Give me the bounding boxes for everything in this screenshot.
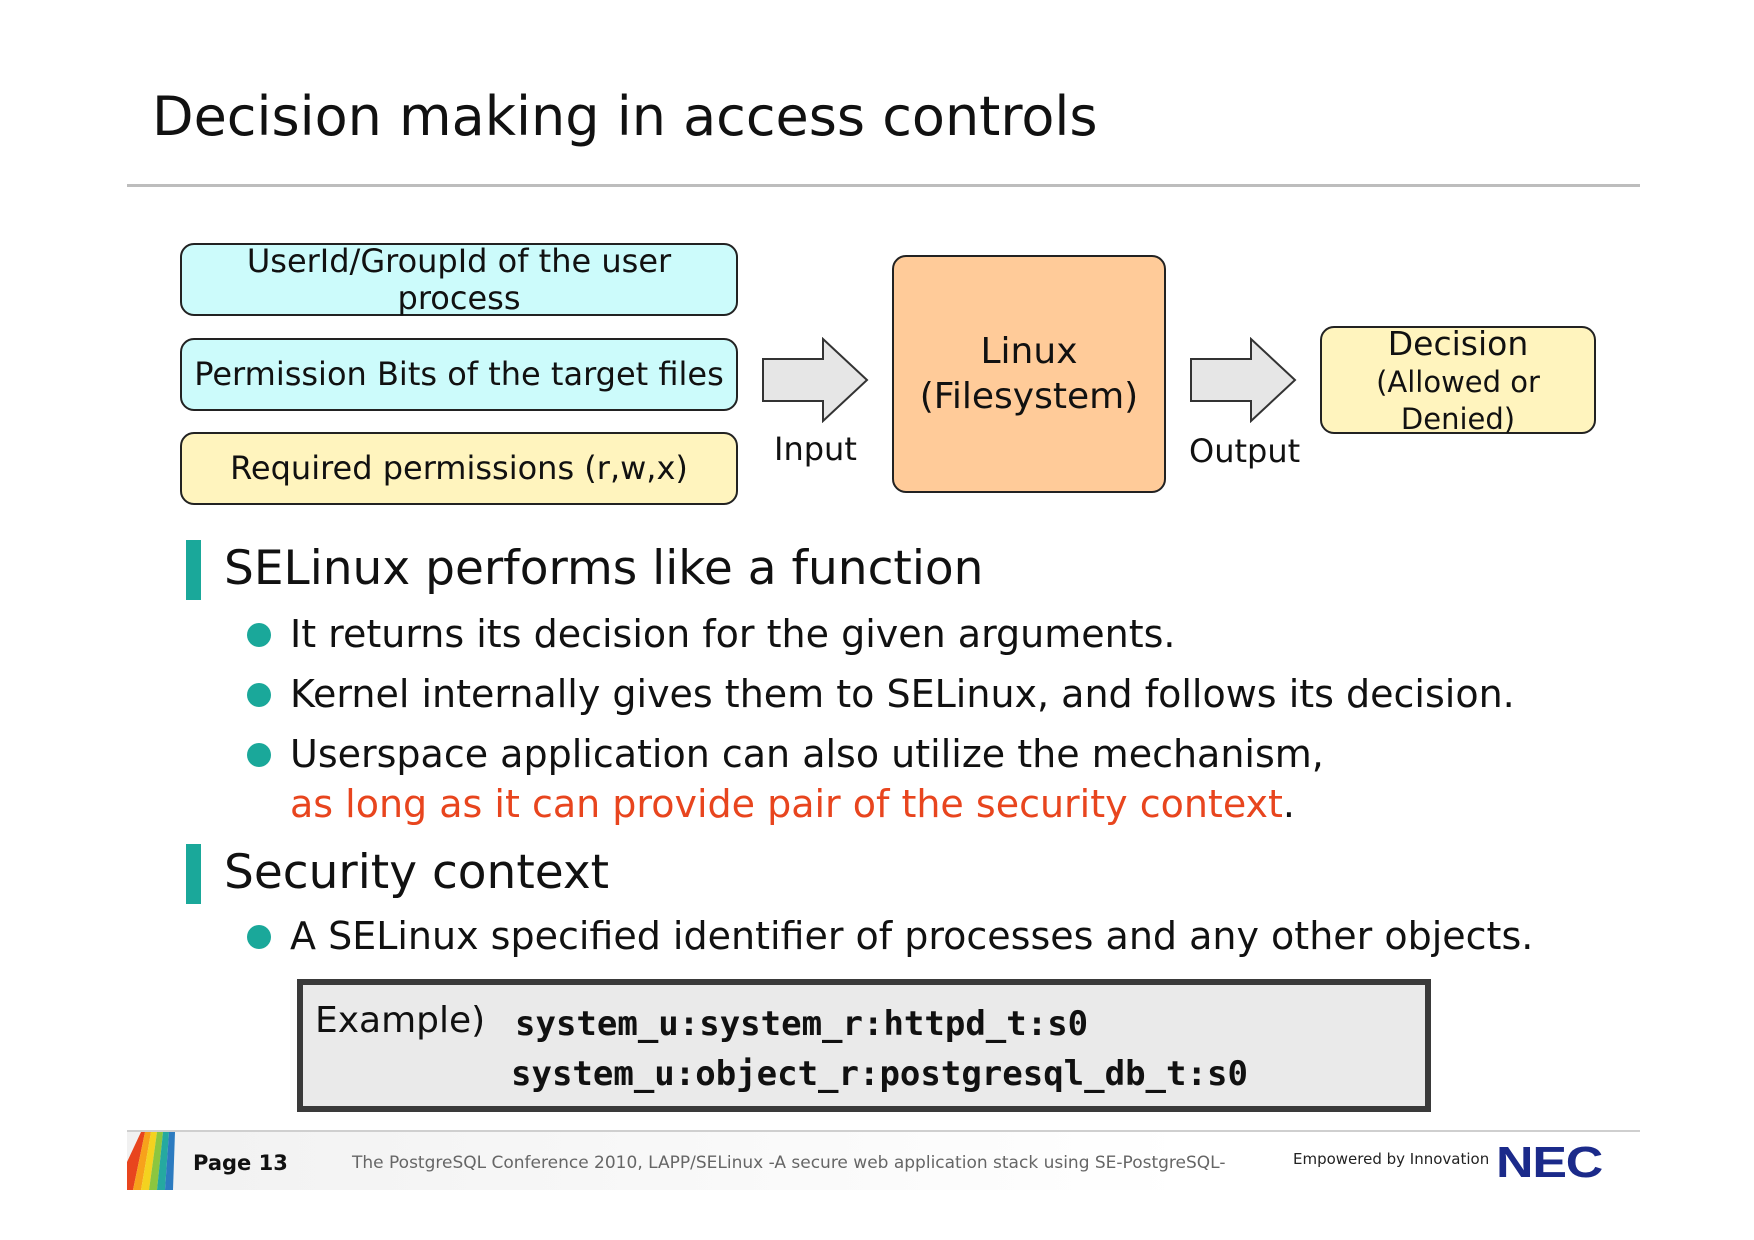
example-label: Example) xyxy=(315,1000,486,1041)
footer-stripes-icon xyxy=(127,1132,175,1190)
footer-conference-text: The PostgreSQL Conference 2010, LAPP/SEL… xyxy=(352,1153,1226,1173)
example-box xyxy=(297,979,1431,1112)
bullet-text: A SELinux specified identifier of proces… xyxy=(290,914,1534,958)
bullet-icon xyxy=(247,925,271,949)
page-number: Page 13 xyxy=(193,1151,288,1175)
title-divider xyxy=(127,184,1640,187)
input-label-required-permissions: Required permissions (r,w,x) xyxy=(230,449,688,488)
decision-box: Decision (Allowed or Denied) xyxy=(1320,324,1596,436)
bullet-text: It returns its decision for the given ar… xyxy=(290,612,1176,656)
nec-logo: NEC xyxy=(1496,1138,1603,1187)
input-label: Input xyxy=(774,430,857,468)
bullet-text: Kernel internally gives them to SELinux,… xyxy=(290,672,1515,716)
bullet-icon xyxy=(247,623,271,647)
section-heading-security-context: Security context xyxy=(224,845,610,900)
input-box-required-permissions: Required permissions (r,w,x) xyxy=(180,432,738,505)
output-arrow-icon xyxy=(1190,337,1297,423)
output-label: Output xyxy=(1189,432,1301,470)
page-title: Decision making in access controls xyxy=(152,85,1098,148)
footer-tagline: Empowered by Innovation xyxy=(1293,1150,1490,1168)
bullet-continuation: as long as it can provide pair of the se… xyxy=(290,785,1295,823)
example-context-process: system_u:system_r:httpd_t:s0 xyxy=(515,1004,1089,1044)
bullet-icon xyxy=(247,743,271,767)
input-label-permission-bits: Permission Bits of the target files xyxy=(194,355,724,394)
decision-label: Decision xyxy=(1387,324,1529,364)
input-box-userid: UserId/GroupId of the user process xyxy=(180,241,738,317)
input-box-permission-bits: Permission Bits of the target files xyxy=(180,338,738,411)
bullet-text: Userspace application can also utilize t… xyxy=(290,732,1324,776)
highlighted-text: as long as it can provide pair of the se… xyxy=(290,782,1283,826)
example-context-object: system_u:object_r:postgresql_db_t:s0 xyxy=(511,1054,1248,1094)
section-marker-icon xyxy=(186,844,201,904)
linux-label: Linux xyxy=(980,331,1078,372)
input-arrow-icon xyxy=(762,337,869,423)
footer-band xyxy=(127,1132,1640,1190)
bullet-icon xyxy=(247,683,271,707)
filesystem-label: (Filesystem) xyxy=(919,376,1139,417)
section-heading-function: SELinux performs like a function xyxy=(224,541,984,596)
section-marker-icon xyxy=(186,540,201,600)
input-label-userid: UserId/GroupId of the user process xyxy=(246,241,672,317)
footer-divider xyxy=(127,1130,1640,1132)
continuation-period: . xyxy=(1282,782,1296,826)
decision-sublabel: (Allowed or Denied) xyxy=(1376,365,1540,436)
linux-filesystem-box: Linux (Filesystem) xyxy=(892,255,1166,493)
